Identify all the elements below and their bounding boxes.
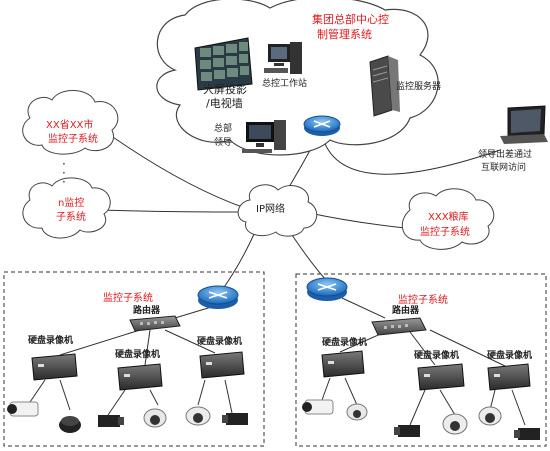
hq-title-line1: 集团总部中心控 [312,13,389,26]
left-router-icon [197,285,239,309]
workstation-icon [264,42,302,74]
left-box-camera-icon-2 [222,413,248,425]
remote-access-label-line2: 互联网访问 [481,163,527,173]
right-dvr1-label: 硬盘录像机 [322,338,368,348]
right-router-label: 路由器 [392,306,420,316]
leader-label-line1: 总部 [214,124,233,134]
remote-laptop-icon [500,105,548,144]
monitor-server-icon [369,55,400,117]
left-dome-camera-icon-1 [59,416,81,433]
link-left-dvr1-cam [27,379,71,411]
left-dome-camera-icon-3 [185,406,211,426]
xx-province-cloud [22,90,119,155]
left-dvr1-icon [31,353,78,381]
link-right-switch-dvr2 [409,331,436,366]
n-subsystem-cloud [22,177,111,239]
ip-network-label: IP网络 [256,204,285,215]
right-site-title: 监控子系统 [398,295,448,306]
hq-router-icon [303,115,341,136]
ip-network-cloud [237,184,318,237]
link-left-dvr3-cam [197,379,233,414]
leader-label-line2: 领导 [214,138,233,148]
right-bullet-camera-icon [302,399,334,415]
right-site-box [295,273,547,447]
link-ip-right-router [289,231,327,281]
leader-computer-icon [242,120,286,153]
right-dvr2-label: 硬盘录像机 [414,351,460,361]
left-site-title: 监控子系统 [103,293,153,304]
link-n-ip [99,209,246,213]
xxx-warehouse-label-line2: 监控子系统 [420,227,470,238]
link-xx-ip [99,127,246,209]
left-box-camera-icon-1 [98,415,124,427]
right-dome-camera-icon-2 [442,413,468,435]
link-right-switch-dvr1 [339,331,386,353]
left-bullet-camera-icon [7,401,39,417]
link-xxx-ip [304,211,406,229]
right-dvr3-icon [487,363,531,391]
right-dvr3-label: 硬盘录像机 [487,351,533,361]
left-dvr2-label: 硬盘录像机 [115,350,161,360]
workstation-label: 总控工作站 [262,79,308,89]
left-router-label: 路由器 [133,306,161,316]
link-left-dvr2-cam [107,389,159,416]
display-wall-label-line1: 大屏投影 [203,83,247,96]
display-wall-label-line2: /电视墙 [206,97,243,110]
xx-province-label-line2: 监控子系统 [48,134,98,145]
left-site-box [3,271,265,447]
link-right-dvr2-cam [409,389,456,426]
left-switch-icon [129,315,181,332]
left-dvr3-label: 硬盘录像机 [197,337,243,347]
link-right-dvr1-cam [321,377,358,406]
left-dvr3-icon [199,351,245,379]
n-subsystem-label-line2: 子系统 [56,212,86,223]
link-ip-left-router [221,231,256,291]
hq-cloud [156,0,439,156]
link-right-router-switch [341,297,386,319]
right-box-camera-icon-2 [514,428,540,440]
left-dvr2-icon [117,363,163,391]
xxx-warehouse-label-line1: XXX粮库 [428,212,469,223]
hq-title-line2: 制管理系统 [317,28,372,41]
right-dome-camera-icon-1 [346,403,368,421]
right-switch-icon [371,317,427,336]
display-wall-icon [194,37,253,91]
link-left-switch-dvr2 [144,329,151,366]
link-right-switch-dvr3 [429,329,506,367]
link-hq-remote [321,134,501,175]
right-dvr2-icon [417,363,465,391]
ellipsis-dots: · · · [62,157,66,189]
n-subsystem-label-line1: n监控 [58,198,85,209]
right-box-camera-icon-1 [394,425,420,437]
left-dome-camera-icon-2 [143,408,167,428]
right-dome-camera-icon-3 [478,406,502,426]
monitor-server-label: 监控服务器 [396,82,442,92]
left-dvr1-label: 硬盘录像机 [28,336,74,346]
remote-access-label-line1: 领导出差通过 [478,150,533,160]
link-left-switch-dvr3 [164,329,216,354]
xx-province-label-line1: XX省XX市 [46,120,94,131]
link-left-switch-dvr1 [59,329,141,356]
right-dvr1-icon [321,350,365,378]
xxx-warehouse-cloud [401,188,495,250]
right-router-icon [306,277,348,301]
